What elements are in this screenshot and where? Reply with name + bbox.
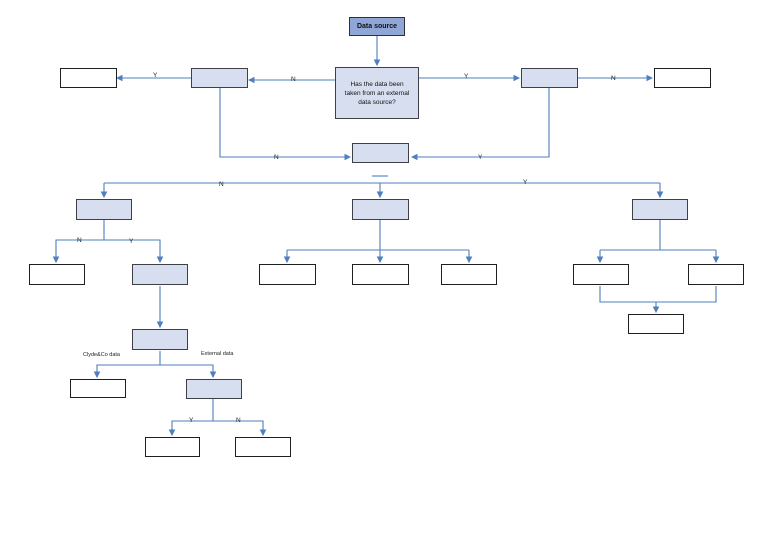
label-top-right-y: Y bbox=[464, 73, 469, 80]
l3-left-a-box bbox=[29, 264, 85, 285]
mid-a-box bbox=[259, 264, 316, 285]
level2-right-box bbox=[632, 199, 688, 220]
label-top-right-n: N bbox=[611, 75, 616, 82]
edge-right-merge bbox=[410, 88, 550, 161]
label-bottom-n: N bbox=[236, 417, 241, 424]
far-left-box bbox=[60, 68, 117, 88]
data-source-header: Data source bbox=[349, 17, 405, 36]
label-top-left-y: Y bbox=[153, 72, 158, 79]
edge-left-merge bbox=[219, 88, 352, 161]
l4-box bbox=[132, 329, 188, 350]
top-right-box bbox=[521, 68, 578, 88]
edge-l3-left-y bbox=[104, 239, 164, 264]
right-b-box bbox=[688, 264, 744, 285]
l6-y-box bbox=[145, 437, 200, 457]
right-a-box bbox=[573, 264, 629, 285]
l6-n-box bbox=[235, 437, 291, 457]
clyde-box bbox=[70, 379, 126, 398]
label-branch-y: Y bbox=[523, 179, 528, 186]
level2-left-box bbox=[76, 199, 132, 220]
right-bottom-box bbox=[628, 314, 684, 334]
edge-l6-n bbox=[213, 420, 267, 437]
question-box: Has the data been taken from an external… bbox=[335, 67, 419, 119]
label-bottom-y: Y bbox=[189, 417, 194, 424]
edge-l5-external bbox=[160, 364, 217, 379]
label-branch-n: N bbox=[219, 181, 224, 188]
level2-mid-box bbox=[352, 199, 409, 220]
edge-right-join bbox=[599, 286, 717, 303]
label-merge-left-n: N bbox=[274, 154, 279, 161]
label-left-sub-n: N bbox=[77, 237, 82, 244]
far-right-box bbox=[654, 68, 711, 88]
label-external: External data bbox=[201, 351, 234, 357]
edge-l6-y bbox=[168, 420, 213, 437]
external-box bbox=[186, 379, 242, 399]
edge-l3-left-n bbox=[52, 239, 104, 264]
mid-c-box bbox=[441, 264, 497, 285]
l3-left-b-box bbox=[132, 264, 188, 285]
top-left-box bbox=[191, 68, 248, 88]
edge-l5-clyde bbox=[93, 364, 160, 379]
label-clyde: Clyde&Co data bbox=[83, 352, 120, 358]
label-left-sub-y: Y bbox=[129, 238, 134, 245]
label-merge-right-y: Y bbox=[478, 154, 483, 161]
label-top-left-n: N bbox=[291, 76, 296, 83]
mid-b-box bbox=[352, 264, 409, 285]
merge-box bbox=[352, 143, 409, 163]
